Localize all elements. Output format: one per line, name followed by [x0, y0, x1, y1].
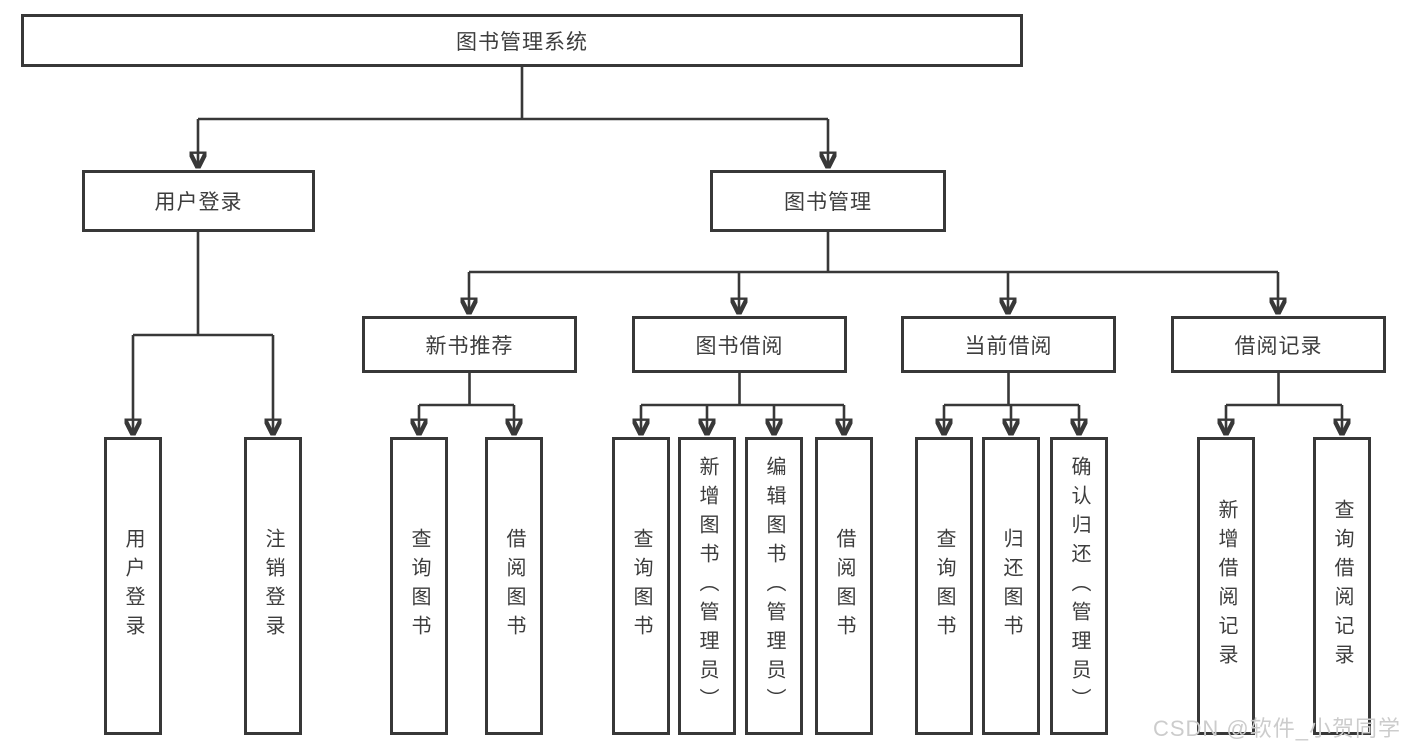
node-label: 编辑图书（管理员）	[763, 455, 785, 717]
node-label: 借阅记录	[1234, 334, 1323, 358]
leaf-edit-book-admin: 编辑图书（管理员）	[745, 437, 803, 735]
connector-book-management-branch	[469, 232, 1278, 312]
node-label: 归还图书	[1000, 528, 1022, 644]
leaf-logout: 注销登录	[244, 437, 302, 735]
leaf-query-book-2: 查询图书	[612, 437, 670, 735]
node-label: 图书管理系统	[456, 30, 588, 54]
node-label: 注销登录	[262, 528, 284, 644]
connector-borrow-records-branch	[1226, 372, 1342, 433]
node-borrow-records: 借阅记录	[1171, 316, 1386, 373]
node-label: 借阅图书	[833, 528, 855, 644]
connector-current-borrow-branch	[944, 372, 1079, 433]
leaf-borrow-book-1: 借阅图书	[485, 437, 543, 735]
node-book-borrow: 图书借阅	[632, 316, 847, 373]
node-user-login: 用户登录	[82, 170, 315, 232]
node-library-management-system: 图书管理系统	[21, 14, 1023, 67]
node-label: 新书推荐	[425, 334, 514, 358]
node-label: 当前借阅	[964, 334, 1053, 358]
node-book-management: 图书管理	[710, 170, 946, 232]
node-label: 图书管理	[784, 191, 872, 214]
node-label: 图书借阅	[695, 334, 784, 358]
node-label: 查询图书	[933, 528, 955, 644]
leaf-query-borrow-record: 查询借阅记录	[1313, 437, 1371, 735]
leaf-add-book-admin: 新增图书（管理员）	[678, 437, 736, 735]
connector-book-borrow-branch	[641, 372, 844, 433]
leaf-return-book: 归还图书	[982, 437, 1040, 735]
node-label: 确认归还（管理员）	[1068, 455, 1090, 717]
node-label: 用户登录	[122, 528, 144, 644]
csdn-watermark: CSDN @软件_小贺同学	[1152, 716, 1401, 741]
node-new-book-recommend: 新书推荐	[362, 316, 577, 373]
leaf-query-book-1: 查询图书	[390, 437, 448, 735]
connector-new-book-branch	[419, 372, 514, 433]
leaf-query-book-3: 查询图书	[915, 437, 973, 735]
leaf-add-borrow-record: 新增借阅记录	[1197, 437, 1255, 735]
node-label: 查询借阅记录	[1331, 499, 1353, 673]
node-label: 查询图书	[408, 528, 430, 644]
node-current-borrow: 当前借阅	[901, 316, 1116, 373]
node-label: 用户登录	[154, 191, 243, 214]
leaf-user-login: 用户登录	[104, 437, 162, 735]
node-label: 借阅图书	[503, 528, 525, 644]
leaf-borrow-book-2: 借阅图书	[815, 437, 873, 735]
leaf-confirm-return-admin: 确认归还（管理员）	[1050, 437, 1108, 735]
connector-user-login-branch	[133, 232, 273, 433]
node-label: 新增借阅记录	[1215, 499, 1237, 673]
connector-root-to-level2	[198, 67, 828, 166]
node-label: 查询图书	[630, 528, 652, 644]
node-label: 新增图书（管理员）	[696, 455, 718, 717]
